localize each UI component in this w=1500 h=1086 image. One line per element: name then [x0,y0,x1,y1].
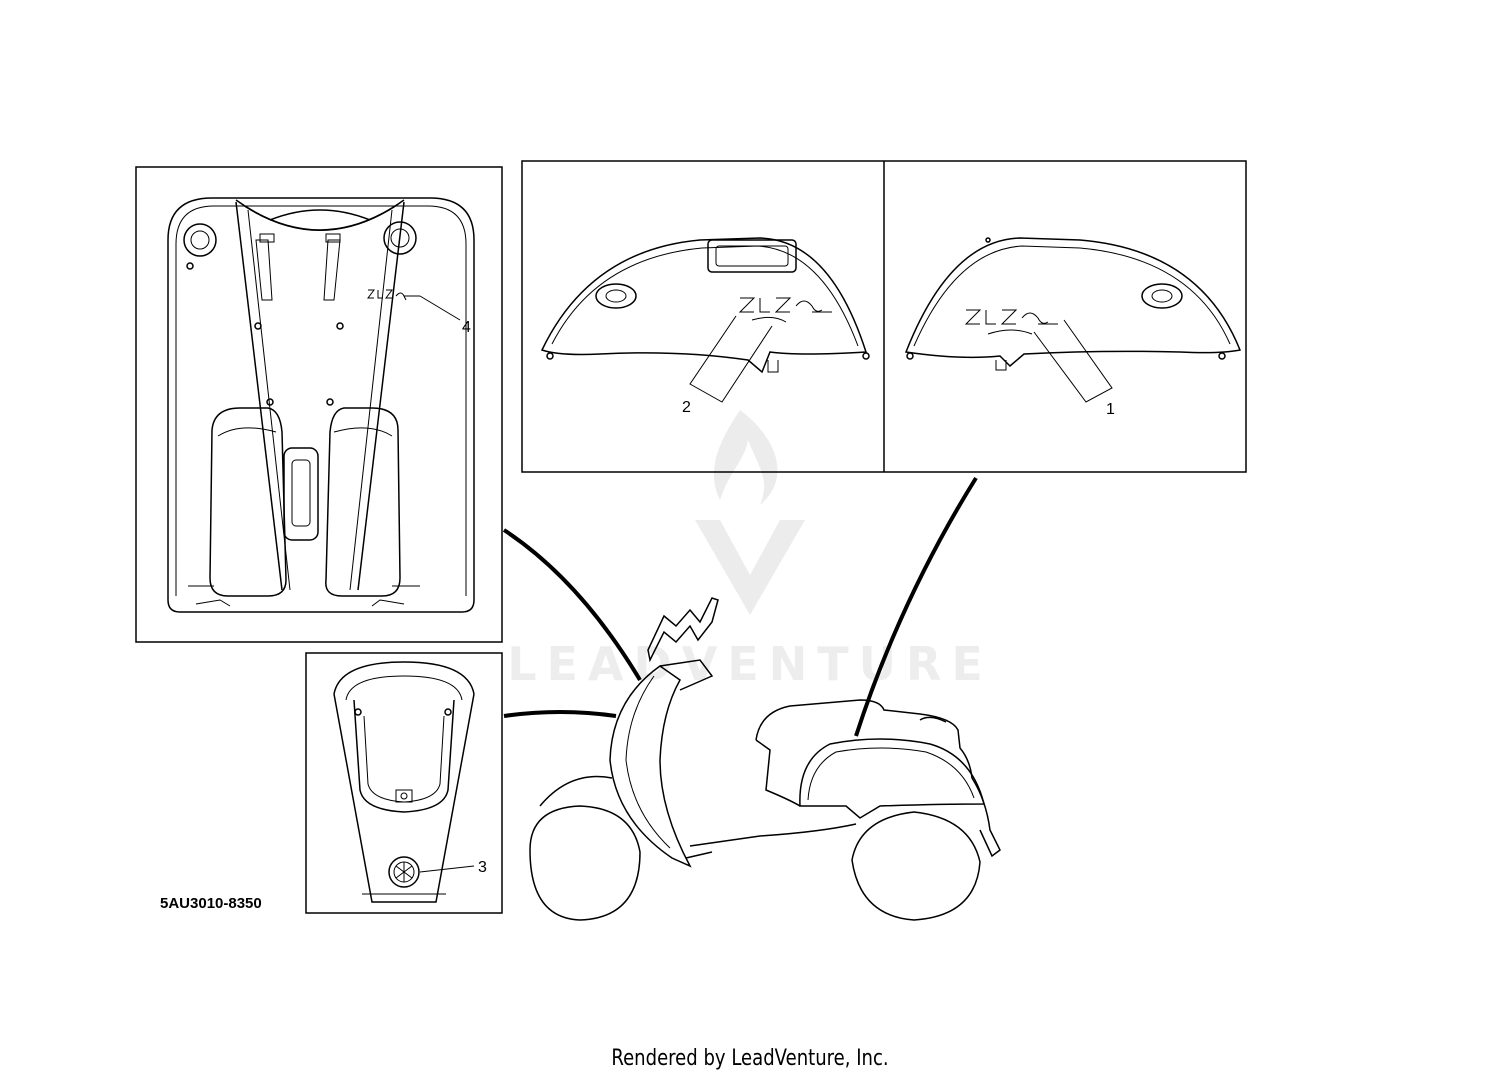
panel-leg-shield [135,166,503,643]
watermark-text: LEADVENTURE [507,637,993,691]
scooter-outline [529,597,1001,921]
panel-front-cover [305,652,503,914]
footer-credit: Rendered by LeadVenture, Inc. [611,1046,889,1071]
leader-line-front-cover [503,710,617,718]
watermark-logo [695,410,805,615]
panel-side-covers [521,160,1247,473]
callout-1: 1 [1106,401,1115,418]
callout-3: 3 [478,859,487,876]
leader-line-side-cover [854,476,978,737]
callout-2: 2 [682,399,691,416]
part-code: 5AU3010-8350 [160,895,262,912]
panel-frame [305,652,503,914]
leader-line-leg-shield [502,528,642,682]
callout-4: 4 [462,319,471,336]
panel-frame [135,166,503,643]
